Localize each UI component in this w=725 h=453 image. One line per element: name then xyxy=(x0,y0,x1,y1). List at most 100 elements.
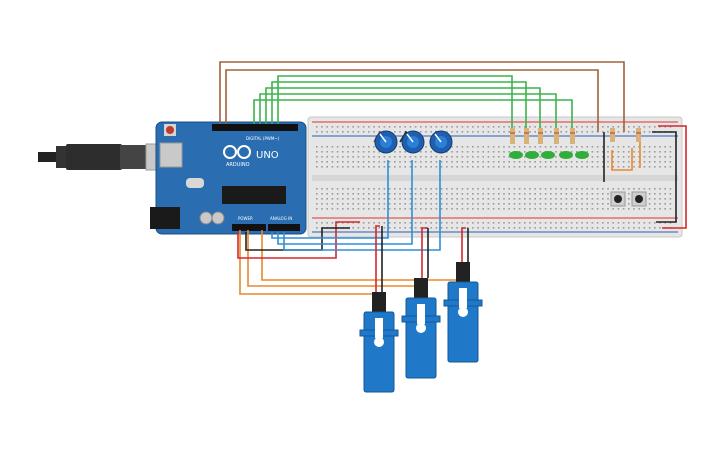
led-1[interactable] xyxy=(509,151,523,159)
breadboard-hole xyxy=(659,193,661,195)
wire-red-rail-loop[interactable] xyxy=(658,125,687,229)
breadboard-hole xyxy=(399,156,401,158)
breadboard-hole xyxy=(362,146,365,148)
wire-servo1-power[interactable] xyxy=(375,225,380,292)
wire-green-2[interactable] xyxy=(271,81,527,132)
breadboard-hole xyxy=(503,222,505,224)
wire-blue-1[interactable] xyxy=(271,160,389,239)
breadboard-hole xyxy=(586,146,588,148)
breadboard-hole xyxy=(617,161,620,163)
usb-cable[interactable] xyxy=(38,143,169,171)
arduino-uno-board[interactable]: ARDUINO UNO DIGITAL (PWM~) POWER ANALOG … xyxy=(150,121,307,235)
breadboard-hole xyxy=(633,161,635,163)
breadboard-hole xyxy=(440,193,443,195)
breadboard-hole xyxy=(508,222,510,224)
servo-1[interactable] xyxy=(359,292,399,393)
breadboard-hole xyxy=(524,166,526,168)
led-3[interactable] xyxy=(541,151,555,159)
wire-servo2-power[interactable] xyxy=(421,227,428,278)
resistor-4[interactable] xyxy=(554,128,559,144)
power-jack-icon xyxy=(150,207,180,229)
breadboard-hole xyxy=(472,166,474,168)
resistor-2[interactable] xyxy=(524,128,529,144)
breadboard-hole xyxy=(440,161,443,163)
breadboard-hole xyxy=(508,146,510,148)
pushbutton-1[interactable] xyxy=(610,191,626,207)
breadboard-hole xyxy=(498,126,500,128)
breadboard-hole xyxy=(466,151,469,153)
breadboard-hole xyxy=(602,166,604,168)
breadboard-hole xyxy=(336,156,339,158)
wire-green-3[interactable] xyxy=(265,87,541,132)
wire-red-power[interactable] xyxy=(237,221,360,259)
breadboard-hole xyxy=(617,188,620,190)
breadboard-hole xyxy=(633,208,635,210)
breadboard-hole xyxy=(316,161,318,163)
potentiometer-1[interactable] xyxy=(373,130,398,154)
pushbutton-area xyxy=(610,128,647,207)
breadboard-hole xyxy=(628,166,630,168)
breadboard-hole xyxy=(404,208,406,210)
breadboard-hole xyxy=(352,166,354,168)
breadboard-hole xyxy=(648,227,651,229)
servo-3[interactable] xyxy=(443,262,483,363)
breadboard-hole xyxy=(622,151,625,153)
resistor-1[interactable] xyxy=(510,128,515,144)
breadboard-hole xyxy=(451,208,453,210)
breadboard-hole xyxy=(581,166,583,168)
breadboard-hole xyxy=(513,208,516,210)
resistor-btn-1[interactable] xyxy=(610,128,615,142)
wire-brown-1[interactable] xyxy=(219,61,625,132)
led-4[interactable] xyxy=(559,151,573,159)
wire-green-5[interactable] xyxy=(253,99,573,132)
wire-blue-3[interactable] xyxy=(283,160,441,251)
breadboard-hole xyxy=(331,222,334,224)
breadboard-hole xyxy=(570,227,573,229)
resistor-btn-2[interactable] xyxy=(636,128,641,142)
breadboard-hole xyxy=(487,188,490,190)
resistor-3[interactable] xyxy=(538,128,543,144)
breadboard-hole xyxy=(446,208,448,210)
wire-orange-btn-1[interactable] xyxy=(611,148,633,171)
breadboard-hole xyxy=(316,156,318,158)
led-5[interactable] xyxy=(575,151,589,159)
breadboard-hole xyxy=(362,151,365,153)
breadboard-hole xyxy=(508,161,510,163)
potentiometer-2[interactable] xyxy=(399,130,425,154)
breadboard-hole xyxy=(394,203,396,205)
breadboard[interactable] xyxy=(307,116,683,238)
breadboard-hole xyxy=(378,188,380,190)
breadboard-hole xyxy=(425,131,427,133)
breadboard-hole xyxy=(498,208,500,210)
servo-2[interactable] xyxy=(401,278,441,379)
breadboard-hole xyxy=(633,126,635,128)
breadboard-hole xyxy=(420,193,422,195)
breadboard-hole xyxy=(451,222,453,224)
atmega-chip-icon xyxy=(222,186,286,204)
potentiometer-3[interactable] xyxy=(429,130,453,154)
breadboard-hole xyxy=(654,188,656,190)
wire-black-rail-loop[interactable] xyxy=(652,131,677,223)
breadboard-hole xyxy=(602,146,604,148)
breadboard-hole xyxy=(560,198,562,200)
wire-orange-1[interactable] xyxy=(239,230,374,295)
wire-brown-2[interactable] xyxy=(225,69,599,132)
breadboard-hole xyxy=(451,188,453,190)
breadboard-hole xyxy=(576,166,578,168)
wire-green-4[interactable] xyxy=(259,93,557,132)
breadboard-hole xyxy=(472,161,474,163)
resistor-5[interactable] xyxy=(570,128,575,144)
led-2[interactable] xyxy=(525,151,539,159)
wire-blue-2[interactable] xyxy=(277,160,413,245)
breadboard-hole xyxy=(477,198,479,200)
pushbutton-2[interactable] xyxy=(631,191,647,207)
breadboard-hole xyxy=(466,188,469,190)
breadboard-hole xyxy=(586,203,588,205)
wire-servo3-power[interactable] xyxy=(461,227,466,262)
breadboard-hole xyxy=(435,222,438,224)
breadboard-hole xyxy=(357,188,360,190)
breadboard-hole xyxy=(388,156,391,158)
breadboard-hole xyxy=(409,203,412,205)
breadboard-hole xyxy=(409,227,412,229)
